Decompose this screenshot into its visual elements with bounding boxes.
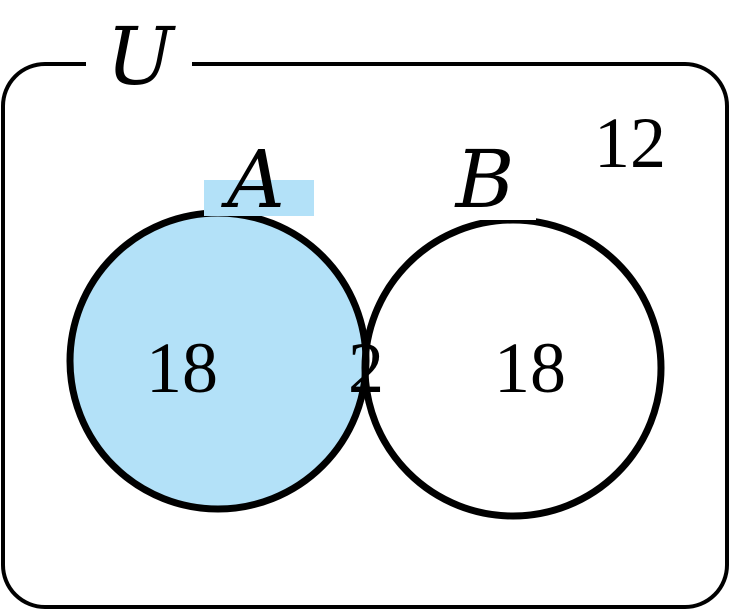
universe-label: U <box>106 10 176 103</box>
outside-count: 12 <box>594 103 666 183</box>
set-a-label: A <box>220 133 285 226</box>
set-a-label-gap <box>204 180 314 216</box>
set-b-label: B <box>454 133 515 226</box>
intersection-count: 2 <box>348 328 384 408</box>
universe-rectangle <box>1 62 729 609</box>
set-a-only-region <box>70 213 366 509</box>
universe-label-gap <box>86 40 192 90</box>
set-a-only-count: 18 <box>146 328 218 408</box>
set-b-label-gap <box>430 170 536 220</box>
set-b-only-count: 18 <box>494 328 566 408</box>
